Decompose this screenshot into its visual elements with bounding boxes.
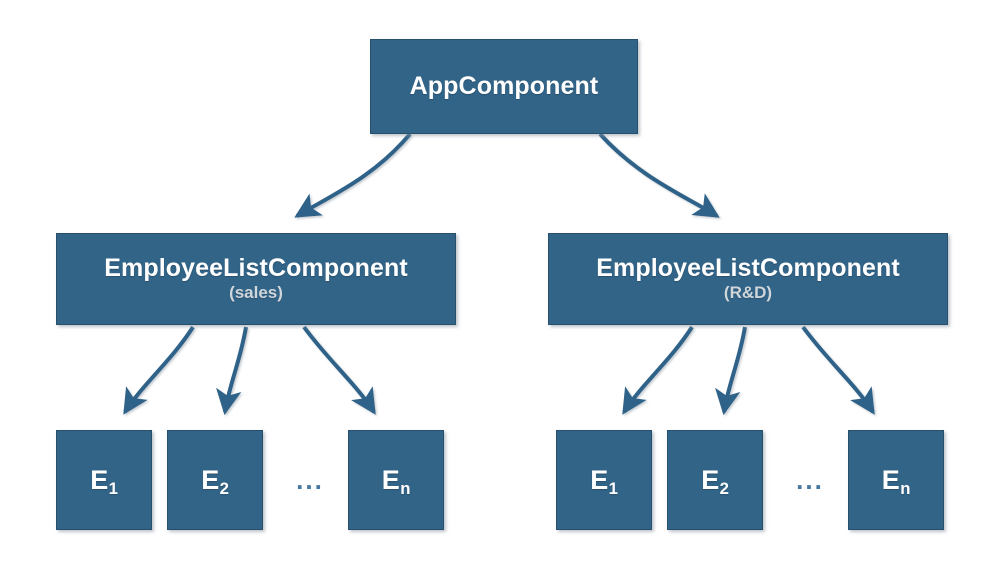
node-employee-rnd-2[interactable]: E2 xyxy=(667,430,763,530)
node-employee-rnd-n-label: En xyxy=(881,464,911,497)
leaf-subscript: 1 xyxy=(108,478,119,498)
edge-rnd-to-en xyxy=(801,325,875,415)
node-employee-list-rnd-label: EmployeeListComponent xyxy=(596,254,900,283)
edge-sales-to-en xyxy=(302,325,376,415)
leaf-base: E xyxy=(90,464,109,495)
node-employee-list-sales-sublabel: (sales) xyxy=(229,283,283,303)
edge-rnd-to-e2 xyxy=(715,326,747,416)
ellipsis-rnd: ... xyxy=(796,465,824,495)
leaf-subscript: 2 xyxy=(219,478,230,498)
leaf-subscript: 2 xyxy=(719,478,730,498)
node-employee-list-sales[interactable]: EmployeeListComponent (sales) xyxy=(56,233,456,325)
node-employee-list-sales-label: EmployeeListComponent xyxy=(104,254,408,283)
node-employee-sales-2-label: E2 xyxy=(201,464,229,497)
edge-app-to-sales xyxy=(294,132,412,218)
node-employee-sales-n-label: En xyxy=(381,464,411,497)
node-app-component[interactable]: AppComponent xyxy=(370,39,638,134)
leaf-subscript: n xyxy=(400,478,411,498)
leaf-subscript: 1 xyxy=(608,478,619,498)
node-employee-rnd-n[interactable]: En xyxy=(848,430,944,530)
leaf-base: E xyxy=(701,464,720,495)
node-employee-sales-2[interactable]: E2 xyxy=(167,430,263,530)
edge-sales-to-e1 xyxy=(123,325,195,415)
edge-rnd-to-e1 xyxy=(622,325,694,415)
node-employee-rnd-1-label: E1 xyxy=(590,464,618,497)
node-employee-list-rnd[interactable]: EmployeeListComponent (R&D) xyxy=(548,233,948,325)
node-employee-sales-1[interactable]: E1 xyxy=(56,430,152,530)
node-employee-list-rnd-sublabel: (R&D) xyxy=(723,283,773,303)
ellipsis-sales: ... xyxy=(296,465,324,495)
leaf-base: E xyxy=(201,464,220,495)
node-employee-sales-n[interactable]: En xyxy=(348,430,444,530)
node-app-component-label: AppComponent xyxy=(409,72,599,101)
leaf-base: E xyxy=(590,464,609,495)
node-employee-rnd-2-label: E2 xyxy=(701,464,729,497)
leaf-base: E xyxy=(881,464,900,495)
node-employee-sales-1-label: E1 xyxy=(90,464,118,497)
node-employee-rnd-1[interactable]: E1 xyxy=(556,430,652,530)
leaf-subscript: n xyxy=(900,478,911,498)
edge-app-to-rnd xyxy=(598,132,720,218)
edge-sales-to-e2 xyxy=(216,326,248,416)
leaf-base: E xyxy=(381,464,400,495)
